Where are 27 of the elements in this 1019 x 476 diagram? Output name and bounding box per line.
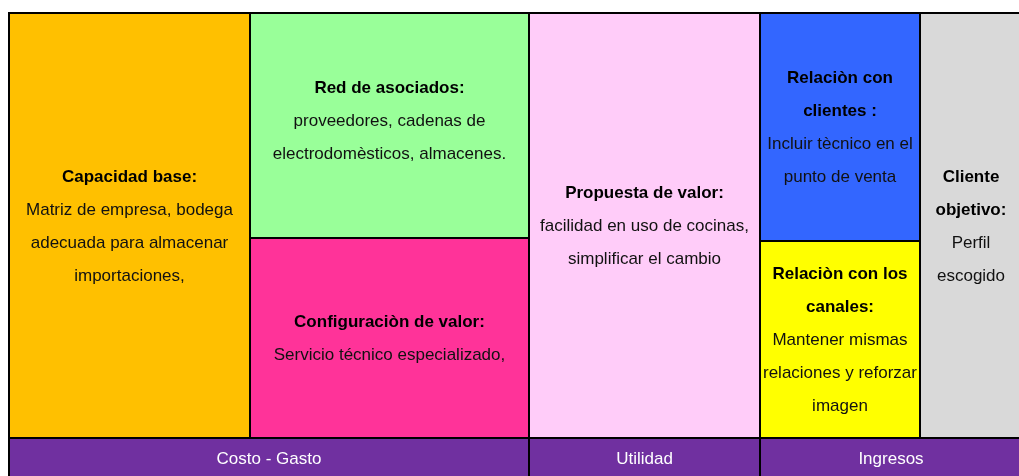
canvas-block [919, 12, 1019, 439]
block-heading: Capacidad base: [61, 165, 198, 188]
block-text: facilidad en uso de cocinas, simplificar el cambio [539, 215, 750, 270]
block-heading: Relaciòn con los canales: [771, 263, 909, 318]
band-label: Ingresos [858, 448, 924, 470]
band-label: Costo - Gasto [216, 448, 322, 470]
block-text: Incluir tècnico en el punto de venta [766, 133, 914, 188]
band-label: Utilidad [616, 448, 673, 470]
canvas-block [528, 12, 761, 439]
block-text: Matriz de empresa, bodega adecuada para almacenar importaciones, [25, 198, 234, 287]
section-band [759, 437, 1019, 476]
section-band [8, 437, 530, 476]
block-heading: Relaciòn con clientes : [786, 67, 894, 122]
block-heading: Red de asociados: [314, 77, 465, 99]
canvas-block [759, 12, 921, 242]
section-band [528, 437, 761, 476]
block-heading: Configuraciòn de valor: [294, 311, 485, 333]
canvas-block [249, 237, 530, 439]
canvas-block [8, 12, 251, 439]
block-text: proveedores, cadenas de electrodomèsticos, almacenes. [271, 110, 508, 165]
block-text: Mantener mismas relaciones y reforzar imagen [762, 329, 918, 417]
block-text: Servicio técnico especializado, [273, 344, 506, 366]
canvas-block [759, 240, 921, 439]
block-heading: Propuesta de valor: [565, 182, 724, 204]
block-text: Perfil escogido [935, 231, 1007, 287]
block-heading: Cliente objetivo: [934, 165, 1008, 221]
canvas-block [249, 12, 530, 239]
